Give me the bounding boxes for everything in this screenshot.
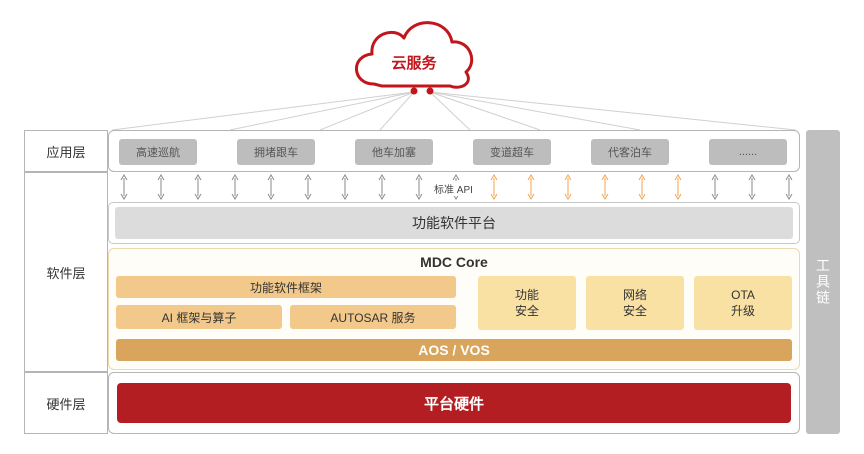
network-safety-line2: 安全 bbox=[622, 304, 647, 318]
autosar-service: AUTOSAR 服务 bbox=[290, 305, 456, 329]
layer-label-application: 应用层 bbox=[24, 130, 108, 172]
api-arrows bbox=[120, 174, 793, 200]
api-arrow bbox=[527, 174, 535, 200]
api-arrow bbox=[711, 174, 719, 200]
app-chip-more: ...... bbox=[709, 139, 787, 165]
app-chip-cut-in: 他车加塞 bbox=[355, 139, 433, 165]
api-arrow bbox=[231, 174, 239, 200]
api-arrow bbox=[564, 174, 572, 200]
api-arrow bbox=[378, 174, 386, 200]
cloud-service-label: 云服务 bbox=[391, 55, 437, 72]
cloud-connector-right bbox=[426, 87, 434, 95]
cloud-icon bbox=[355, 21, 474, 89]
cloud-fan-lines bbox=[111, 91, 797, 131]
ota-upgrade-box: OTA 升级 bbox=[694, 276, 792, 330]
function-safety-box: 功能 安全 bbox=[478, 276, 576, 330]
api-arrow bbox=[415, 174, 423, 200]
app-chip-traffic-follow: 拥堵跟车 bbox=[237, 139, 315, 165]
api-arrow bbox=[304, 174, 312, 200]
ota-upgrade-line2: 升级 bbox=[730, 304, 755, 318]
api-arrow bbox=[638, 174, 646, 200]
standard-api-label: 标准 API bbox=[432, 181, 475, 196]
app-chip-highway-cruise: 高速巡航 bbox=[119, 139, 197, 165]
cloud-connector-left bbox=[410, 87, 418, 95]
api-arrow bbox=[120, 174, 128, 200]
toolchain-label: 工具链 bbox=[815, 258, 831, 306]
api-arrow bbox=[785, 174, 793, 200]
cloud-diagram bbox=[111, 21, 797, 131]
application-row: 高速巡航 拥堵跟车 他车加塞 变道超车 代客泊车 ...... bbox=[108, 130, 800, 172]
function-software-framework: 功能软件框架 bbox=[116, 276, 456, 298]
layer-label-hardware: 硬件层 bbox=[24, 372, 108, 434]
network-safety-box: 网络 安全 bbox=[586, 276, 684, 330]
toolchain-bar: 工具链 bbox=[806, 130, 840, 434]
function-safety-line1: 功能 bbox=[514, 288, 539, 302]
mdc-core-title: MDC Core bbox=[420, 254, 488, 270]
network-safety-line1: 网络 bbox=[622, 288, 647, 302]
platform-hardware-bar: 平台硬件 bbox=[117, 383, 791, 423]
api-arrow bbox=[601, 174, 609, 200]
hardware-layer-box: 平台硬件 bbox=[108, 372, 800, 434]
app-chip-lane-change: 变道超车 bbox=[473, 139, 551, 165]
api-arrow bbox=[748, 174, 756, 200]
ota-upgrade-line1: OTA bbox=[731, 288, 755, 302]
platform-label: 功能软件平台 bbox=[115, 207, 793, 239]
api-arrow bbox=[674, 174, 682, 200]
api-arrow bbox=[490, 174, 498, 200]
aos-vos-bar: AOS / VOS bbox=[116, 339, 792, 361]
api-arrow bbox=[267, 174, 275, 200]
layer-label-software: 软件层 bbox=[24, 172, 108, 372]
ai-framework-operators: AI 框架与算子 bbox=[116, 305, 282, 329]
api-arrow bbox=[341, 174, 349, 200]
function-safety-line2: 安全 bbox=[514, 304, 539, 318]
api-arrow bbox=[194, 174, 202, 200]
api-arrow bbox=[157, 174, 165, 200]
function-software-platform: 功能软件平台 bbox=[108, 202, 800, 244]
app-chip-valet-parking: 代客泊车 bbox=[591, 139, 669, 165]
